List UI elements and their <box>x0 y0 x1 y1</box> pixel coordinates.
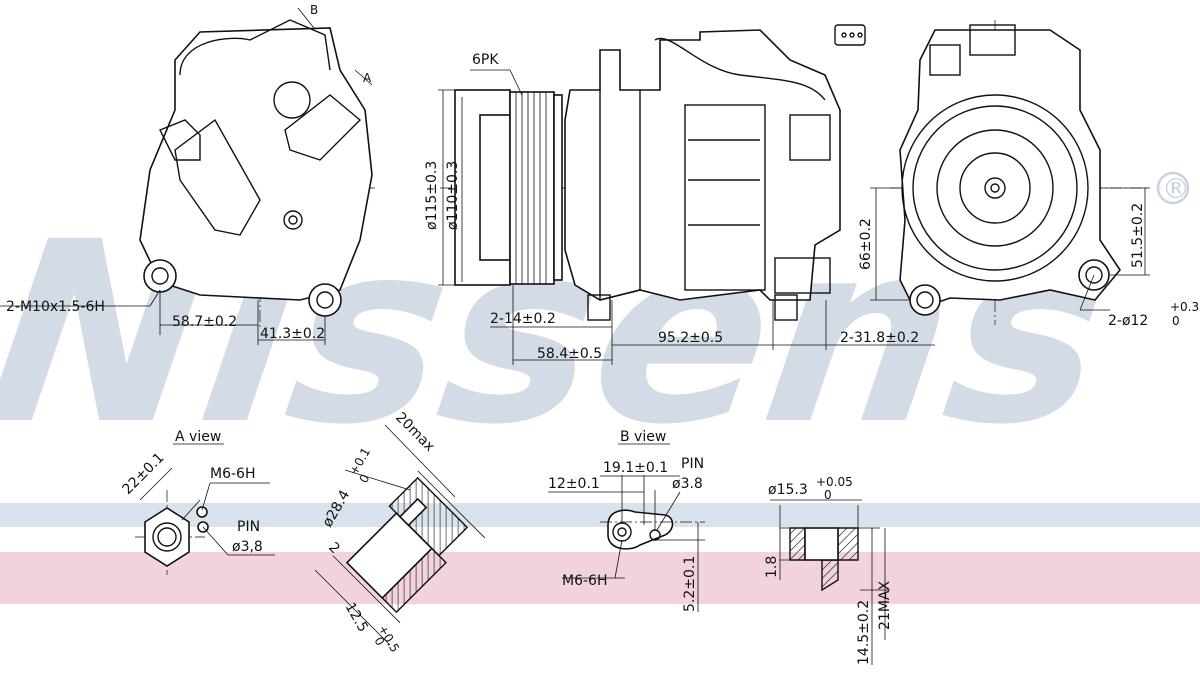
a-length-base: 12.5 <box>342 600 371 635</box>
dim-58-4: 58.4±0.5 <box>537 346 602 362</box>
bore-tol-lower: 0 <box>1172 314 1180 328</box>
dia-110: ø110±0.3 <box>445 161 461 230</box>
marker-b: B <box>310 3 318 17</box>
section-view: ø15.3 +0.05 0 1.8 14.5±0.2 21MAX <box>764 475 893 665</box>
belt-label: 6PK <box>472 52 499 68</box>
middle-view: 6PK ø115±0.3 ø110±0.3 2-14±0.2 58.4±0.5 … <box>424 29 935 365</box>
dim-58-7: 58.7±0.2 <box>172 314 237 330</box>
sec-dim-max: 21MAX <box>877 581 893 630</box>
dim-2-14: 2-14±0.2 <box>490 311 556 327</box>
connector-icon <box>834 24 866 46</box>
dim-95-2: 95.2±0.5 <box>658 330 723 346</box>
registered-mark: ® <box>1162 172 1190 205</box>
a-pin-label: PIN <box>237 519 260 535</box>
a-pin-dia: ø3,8 <box>232 539 263 555</box>
b-thread: M6-6H <box>562 573 607 589</box>
a-thread: M6-6H <box>210 466 255 482</box>
dim-66: 66±0.2 <box>858 218 874 270</box>
right-view: 66±0.2 51.5±0.2 2-ø12 +0.3 0 <box>858 20 1199 329</box>
a-section <box>332 470 486 624</box>
a-view-title: A view <box>175 429 221 445</box>
thread-label: 2-M10x1.5-6H <box>6 299 105 315</box>
sec-dia-tol-lower: 0 <box>824 488 832 502</box>
bore-tol-upper: +0.3 <box>1170 300 1199 314</box>
dim-51-5: 51.5±0.2 <box>1130 203 1146 268</box>
sec-dia-tol-upper: +0.05 <box>816 475 853 489</box>
dim-2-31-8: 2-31.8±0.2 <box>840 330 919 346</box>
dia-115: ø115±0.3 <box>424 161 440 230</box>
marker-a: A <box>363 71 372 85</box>
sec-dim-flange: 1.8 <box>764 556 780 578</box>
b-dim-offset: 12±0.1 <box>548 476 600 492</box>
b-pin-label: PIN <box>681 456 704 472</box>
b-view-title: B view <box>620 429 666 445</box>
dim-41-3: 41.3±0.2 <box>260 326 325 342</box>
sec-dim-height: 14.5±0.2 <box>856 600 872 665</box>
b-dim-spacing: 19.1±0.1 <box>603 460 668 476</box>
left-view: B A 2-M10x1.5-6H 58.7±0.2 41.3±0.2 <box>0 3 375 345</box>
bore-base: 2-ø12 <box>1108 313 1148 329</box>
registered-mark-circle <box>1156 171 1190 205</box>
b-dim-vertical: 5.2±0.1 <box>682 556 698 612</box>
b-pin-dia: ø3.8 <box>672 476 703 492</box>
b-view: B view 12±0.1 19.1±0.1 PIN ø3.8 M6-6H 5.… <box>548 429 705 612</box>
sec-dia-base: ø15.3 <box>768 482 808 498</box>
a-length-tol-lower: 0 <box>371 635 387 649</box>
